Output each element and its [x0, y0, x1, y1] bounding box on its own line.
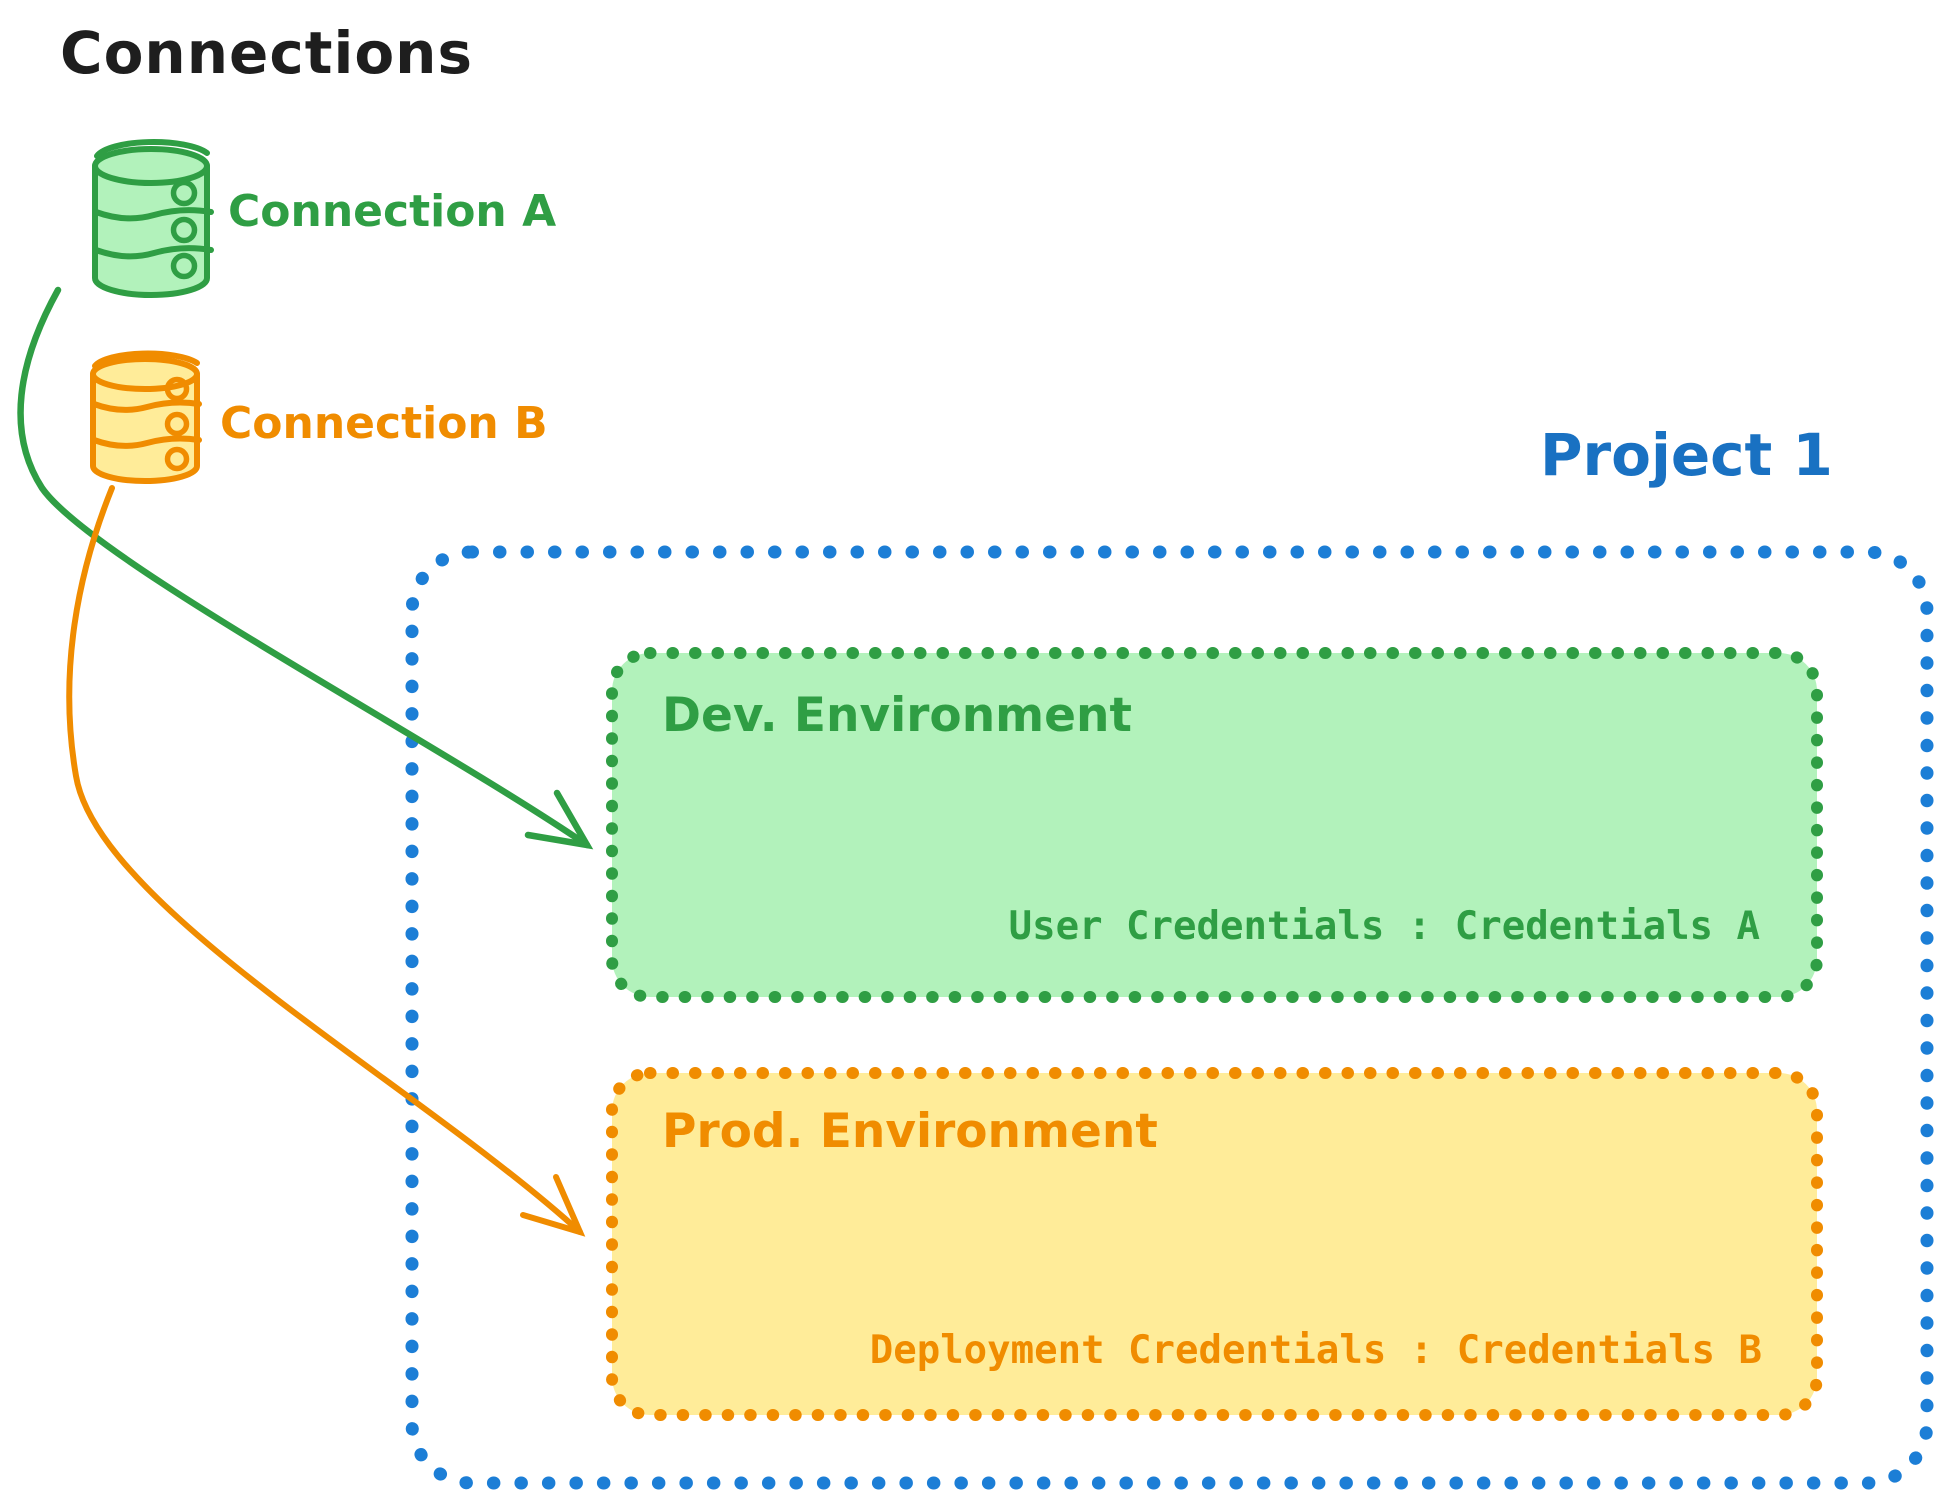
database-icon-connection-a — [92, 138, 214, 298]
dev-environment-box — [606, 647, 1823, 1003]
prod-environment-box — [606, 1067, 1823, 1421]
prod-environment-credentials: Deployment Credentials : Credentials B — [869, 1328, 1762, 1373]
project-title: Project 1 — [1540, 421, 1833, 489]
connection-b-label: Connection B — [220, 398, 548, 449]
connection-a-label: Connection A — [228, 186, 557, 237]
dev-environment-credentials: User Credentials : Credentials A — [1008, 904, 1760, 949]
diagram-title: Connections — [60, 19, 473, 87]
database-icon-connection-b — [90, 350, 202, 484]
arrow-connection-a-to-dev — [17, 286, 594, 850]
arrow-connection-b-to-prod — [66, 485, 586, 1237]
prod-environment-title: Prod. Environment — [662, 1104, 1158, 1159]
dev-environment-title: Dev. Environment — [662, 688, 1132, 743]
project-box-border — [405, 545, 1934, 1490]
